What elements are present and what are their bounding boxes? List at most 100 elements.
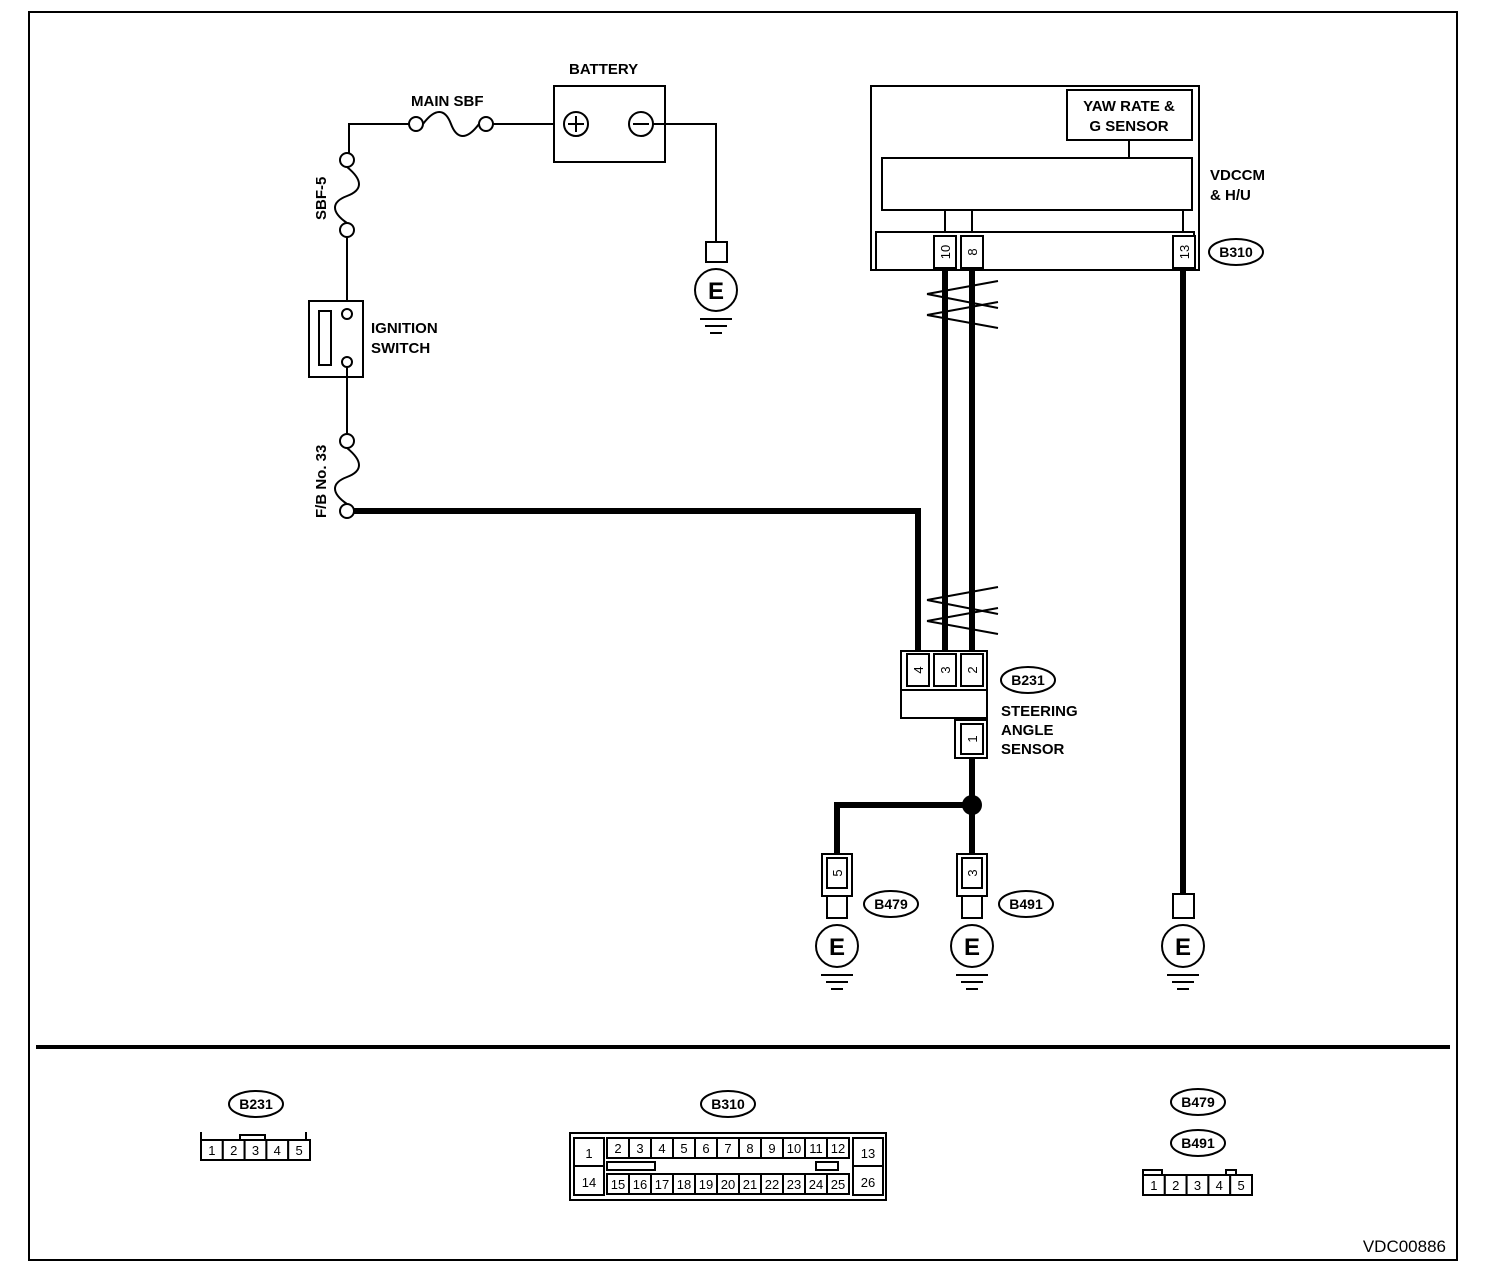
twisted-pair-upper xyxy=(926,280,999,329)
b479-view-badge: B479 xyxy=(1181,1094,1215,1110)
b479-b491-view-cell xyxy=(1229,1174,1253,1196)
twisted-pair-lower xyxy=(926,586,999,635)
b231-view-pin-label: 4 xyxy=(274,1143,281,1158)
b231-pin-1: 1 xyxy=(965,735,980,742)
b310-view-top-pin-label: 7 xyxy=(724,1141,731,1156)
figure-id: VDC00886 xyxy=(1363,1237,1446,1256)
svg-text:E: E xyxy=(1175,934,1191,961)
b310-pin-13: 13 xyxy=(1177,245,1192,259)
b231-pin-2: 2 xyxy=(965,666,980,673)
b310-view-bottom-cell xyxy=(826,1173,850,1195)
yaw-rate-label-2: G SENSOR xyxy=(1089,118,1168,135)
b310-view-bottom-pin-label: 23 xyxy=(787,1177,801,1192)
b479-b491-view-pin-label: 3 xyxy=(1194,1178,1201,1193)
b479-badge: B479 xyxy=(863,890,919,918)
b310-view-top-pin-label: 11 xyxy=(809,1141,823,1156)
b479-b491-view-pin-label: 2 xyxy=(1172,1178,1179,1193)
b231-pin-3: 3 xyxy=(938,666,953,673)
splice-point xyxy=(962,795,982,815)
b310-view-top-pin-label: 9 xyxy=(768,1141,775,1156)
svg-text:E: E xyxy=(708,278,724,305)
steering-angle-sensor: 4 3 2 1 xyxy=(900,650,988,759)
ignition-switch xyxy=(308,300,364,378)
b310-view-bottom-pin-label: 17 xyxy=(655,1177,669,1192)
b310-view-top-pin-label: 8 xyxy=(746,1141,753,1156)
b479-pin-5: 5 xyxy=(830,869,845,876)
b310-view-bottom-pin-label: 24 xyxy=(809,1177,823,1192)
vdccm-unit: YAW RATE & G SENSOR 10 8 13 xyxy=(870,85,1200,271)
power-supply-circuit: MAIN SBF BATTERY E SBF-5 xyxy=(308,61,738,519)
b231-view-pin-label: 2 xyxy=(230,1143,237,1158)
b231-view-pin-label: 1 xyxy=(208,1143,215,1158)
b310-view-badge: B310 xyxy=(711,1096,745,1112)
b310-view-top-pin-label: 6 xyxy=(702,1141,709,1156)
b231-badge: B231 xyxy=(1000,666,1056,694)
b310-view-top-pin-label: 4 xyxy=(658,1141,665,1156)
b310-view-bottom-pin-label: 22 xyxy=(765,1177,779,1192)
b310-view-top-pin-label: 3 xyxy=(636,1141,643,1156)
outer-frame xyxy=(28,11,1458,1261)
svg-text:B491: B491 xyxy=(1009,896,1043,912)
ignition-switch-label-2: SWITCH xyxy=(371,340,430,357)
b479-b491-view-pin-label: 4 xyxy=(1216,1178,1223,1193)
main-sbf-label: MAIN SBF xyxy=(411,93,484,110)
b491-badge: B491 xyxy=(998,890,1054,918)
b491-pin-3: 3 xyxy=(965,869,980,876)
battery xyxy=(553,85,666,163)
sensor-ground-branch xyxy=(834,802,972,854)
b479-ground: 5 E xyxy=(815,853,859,990)
b310-view-bottom-pin-label: 21 xyxy=(743,1177,757,1192)
b310-view-top-pin-label: 5 xyxy=(680,1141,687,1156)
b310-view-top-pin-label: 2 xyxy=(614,1141,621,1156)
battery-label: BATTERY xyxy=(569,61,638,78)
b231-view-cell xyxy=(287,1139,312,1161)
ignition-switch-label-1: IGNITION xyxy=(371,320,438,337)
b479-b491-view-pin-label: 5 xyxy=(1237,1178,1244,1193)
control-module-box xyxy=(881,157,1193,211)
sbf5-fuse xyxy=(334,152,360,238)
fb33-fuse xyxy=(334,433,360,519)
b310-view-pin-13: 13 xyxy=(861,1146,875,1161)
b479-b491-view-pin-label: 1 xyxy=(1150,1178,1157,1193)
steering-label-3: SENSOR xyxy=(1001,741,1065,758)
b231-view-pin-label: 3 xyxy=(252,1143,259,1158)
b310-view-bottom-pin-label: 25 xyxy=(831,1177,845,1192)
svg-text:B479: B479 xyxy=(874,896,908,912)
b310-connector-strip xyxy=(875,231,1195,271)
b310-view-top-pin-label: 12 xyxy=(831,1141,845,1156)
b310-badge: B310 xyxy=(1208,238,1264,266)
b310-pin-10: 10 xyxy=(938,245,953,259)
b491-ground: 3 E xyxy=(950,853,994,990)
svg-text:E: E xyxy=(964,934,980,961)
svg-text:B310: B310 xyxy=(1219,244,1253,260)
power-wire xyxy=(354,508,921,654)
b231-view-pin-label: 5 xyxy=(295,1143,302,1158)
svg-text:B231: B231 xyxy=(1011,672,1045,688)
vdccm-label-1: VDCCM xyxy=(1210,167,1265,184)
b310-pin-8: 8 xyxy=(965,248,980,255)
b310-view-bottom-pin-label: 16 xyxy=(633,1177,647,1192)
b491-view-badge: B491 xyxy=(1181,1135,1215,1151)
b231-view-badge: B231 xyxy=(239,1096,273,1112)
vdccm-ground: E xyxy=(1161,893,1205,990)
main-sbf-fuse xyxy=(408,111,494,137)
b310-view-bottom-pin-label: 20 xyxy=(721,1177,735,1192)
steering-label-2: ANGLE xyxy=(1001,722,1054,739)
b310-view-bottom-pin-label: 18 xyxy=(677,1177,691,1192)
b310-view-bottom-pin-label: 19 xyxy=(699,1177,713,1192)
fb33-label: F/B No. 33 xyxy=(313,445,330,518)
b310-view-pin-14: 14 xyxy=(582,1175,596,1190)
yaw-rate-label-1: YAW RATE & xyxy=(1083,98,1175,115)
b310-view-bottom-pin-label: 15 xyxy=(611,1177,625,1192)
battery-ground: E xyxy=(694,241,738,334)
b310-view-pin-26: 26 xyxy=(861,1175,875,1190)
steering-label-1: STEERING xyxy=(1001,703,1078,720)
b310-view-top-cell xyxy=(826,1137,850,1159)
sbf5-label: SBF-5 xyxy=(313,177,330,220)
vdccm-label-2: & H/U xyxy=(1210,187,1251,204)
svg-text:E: E xyxy=(829,934,845,961)
